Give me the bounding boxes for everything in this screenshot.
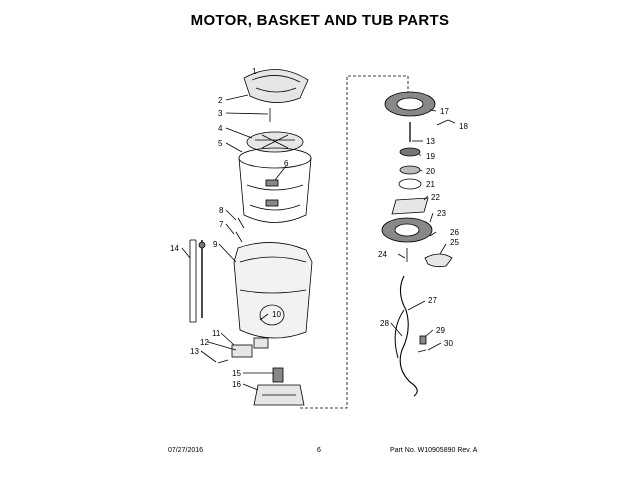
callout-30: 30 <box>444 339 453 348</box>
retainer-plate-part <box>391 197 429 215</box>
callout-9: 9 <box>213 240 218 249</box>
callout-29: 29 <box>436 326 445 335</box>
footer-date: 07/27/2016 <box>168 447 204 454</box>
callout-28: 28 <box>380 319 389 328</box>
snap-ring-part <box>398 178 422 190</box>
callout-2: 2 <box>218 96 223 105</box>
callout-21: 21 <box>426 180 435 189</box>
callout-13b: 13 <box>426 137 435 146</box>
callout-3: 3 <box>218 109 223 118</box>
callout-8: 8 <box>219 206 224 215</box>
callout-16: 16 <box>232 380 241 389</box>
callout-17: 17 <box>440 107 449 116</box>
callout-26: 26 <box>450 228 459 237</box>
callout-15: 15 <box>232 369 241 378</box>
rotor-part <box>384 91 436 117</box>
suspension-rod-part <box>189 239 206 323</box>
callout-10: 10 <box>272 310 281 319</box>
callout-1: 1 <box>252 67 257 76</box>
outer-tub-part <box>233 242 313 339</box>
callout-24: 24 <box>378 250 387 259</box>
bracket-part <box>231 337 269 358</box>
basket-drive-hub-part <box>246 131 304 153</box>
callout-23: 23 <box>437 209 446 218</box>
wire-harness-part <box>399 275 418 397</box>
rotor-screw-part <box>447 119 456 124</box>
callout-19: 19 <box>426 152 435 161</box>
callout-22: 22 <box>431 193 440 202</box>
harness-clip-part <box>419 335 427 345</box>
basket-part <box>238 147 312 223</box>
sensor-part <box>424 253 453 268</box>
callout-labels: 1 2 3 4 5 6 7 8 9 10 11 12 13 14 15 16 1… <box>170 67 468 389</box>
footer-page-number: 6 <box>317 447 321 454</box>
callout-14: 14 <box>170 244 179 253</box>
footer-part-number: Part No. W10905890 Rev. A <box>390 447 478 454</box>
clip-screw-part <box>417 349 427 353</box>
callout-13: 13 <box>190 347 199 356</box>
drive-base-part <box>253 367 305 406</box>
callout-7: 7 <box>219 220 224 229</box>
page-title: MOTOR, BASKET AND TUB PARTS <box>190 12 450 29</box>
tub-ring-part <box>243 69 309 103</box>
callout-11: 11 <box>212 329 221 338</box>
callout-25: 25 <box>450 238 459 247</box>
tub-fastener-part <box>235 231 243 243</box>
basket-fastener-part <box>237 217 245 229</box>
callout-18: 18 <box>459 122 468 131</box>
callout-4: 4 <box>218 124 223 133</box>
assembly-connector-line <box>300 75 408 409</box>
callout-5: 5 <box>218 139 223 148</box>
callout-27: 27 <box>428 296 437 305</box>
callout-12: 12 <box>200 338 209 347</box>
callout-6: 6 <box>284 159 289 168</box>
bolt-part <box>217 359 229 364</box>
callout-20: 20 <box>426 167 435 176</box>
spacer-part <box>399 165 421 175</box>
bearing-part <box>399 147 421 157</box>
stator-part <box>381 217 433 243</box>
